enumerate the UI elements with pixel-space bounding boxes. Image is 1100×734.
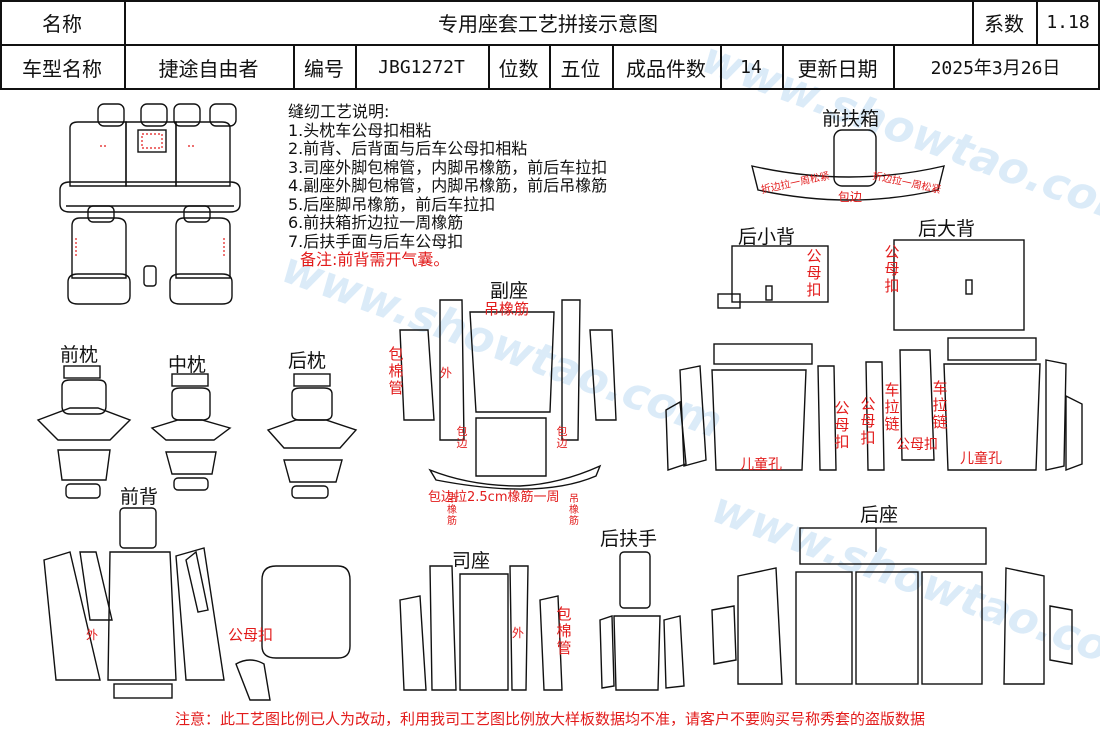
rear-seat-parts [711, 527, 1073, 685]
edge-elastic-note: 包边拉2.5cm橡筋一周 [428, 490, 560, 505]
note-item: 1.头枕车公母扣相粘 [288, 120, 432, 140]
mid-pillow-parts [150, 373, 232, 491]
snap-note: 公母扣 [884, 243, 900, 295]
note-item: 6.前扶箱折边拉一周橡筋 [288, 213, 464, 232]
rear-small-back-parts [665, 245, 837, 471]
front-back-parts [43, 507, 351, 701]
code-label: 编号 [304, 56, 344, 81]
elastic-note: 吊橡筋 [447, 494, 457, 527]
rear-pillow-parts [266, 373, 358, 499]
outer-note: 外 [440, 366, 453, 380]
snap-note: 公母扣 [806, 247, 822, 299]
rear-seat-title: 后座 [860, 504, 899, 526]
page-title: 专用座套工艺拼接示意图 [438, 11, 658, 36]
coef-label: 系数 [984, 11, 1024, 36]
rear-pillow-title: 后枕 [288, 350, 327, 372]
sewing-notes: 缝纫工艺说明: 1.头枕车公母扣相粘 2.前背、后背面与后车公母扣相粘 3.司座… [288, 102, 608, 270]
car-zip-note: 车拉链 [932, 379, 948, 431]
elastic-note: 吊橡筋 [569, 494, 579, 527]
name-label: 名称 [42, 11, 82, 36]
wrap-tube-note: 包棉管 [556, 605, 572, 657]
outer-note: 外 [86, 628, 99, 642]
pieces-label: 成品件数 [626, 56, 706, 81]
note-item: 5.后座脚吊橡筋，前后车拉扣 [288, 194, 496, 214]
header-table: 名称 专用座套工艺拼接示意图 系数 1.18 车型名称 捷途自由者 编号 JBG… [0, 0, 1100, 90]
snap-note: 公母扣 [228, 626, 274, 644]
note-item: 3.司座外脚包棉管，内脚吊橡筋，前后车拉扣 [288, 157, 608, 177]
front-pillow-parts [36, 365, 132, 499]
front-box-parts [751, 129, 945, 201]
note-item: 7.后扶手面与后车公母扣 [288, 231, 464, 251]
snap-note: 公母扣 [860, 395, 876, 447]
driver-seat-title: 司座 [452, 550, 491, 572]
passenger-seat-parts [399, 299, 617, 490]
child-hole-note: 儿童孔 [740, 457, 782, 473]
code-value: JBG1272T [378, 56, 465, 78]
rear-small-back-title: 后小背 [738, 226, 796, 248]
front-back-title: 前背 [120, 486, 159, 508]
wrap-tube-note: 包棉管 [388, 345, 404, 397]
front-seats-overview [67, 205, 233, 305]
child-hole-note: 儿童孔 [960, 451, 1002, 467]
rear-big-back-parts [865, 239, 1083, 472]
model-label: 车型名称 [22, 56, 102, 81]
wrap-edge-note: 包边 [456, 425, 468, 450]
snap-note: 公母扣 [896, 437, 938, 453]
driver-seat-parts [399, 565, 563, 691]
rear-armrest-title: 后扶手 [600, 528, 658, 550]
note-item: 4.副座外脚包棉管，内脚吊橡筋，前后吊橡筋 [288, 176, 608, 195]
update-label: 更新日期 [797, 56, 878, 81]
car-zip-note: 车拉链 [884, 381, 900, 433]
seat-value: 五位 [560, 56, 601, 81]
notes-remark: 备注:前背需开气囊。 [300, 250, 450, 269]
model-value: 捷途自由者 [158, 56, 259, 81]
passenger-seat-title: 副座 [490, 280, 529, 302]
outer-note: 外 [512, 626, 525, 640]
footer-warning: 注意：此工艺图比例已人为改动，利用我司工艺图比例放大样板数据均不准，请客户不要购… [174, 710, 925, 728]
fold-note-mid: 包边 [838, 190, 863, 204]
mid-pillow-title: 中枕 [168, 354, 207, 376]
update-value: 2025年3月26日 [930, 58, 1061, 79]
note-item: 2.前背、后背面与后车公母扣相粘 [288, 139, 528, 158]
rear-big-back-title: 后大背 [918, 218, 976, 240]
coef-value: 1.18 [1046, 11, 1090, 33]
pieces-value: 14 [740, 56, 762, 78]
seat-label: 位数 [498, 56, 539, 81]
hang-elastic-note: 吊橡筋 [484, 300, 530, 318]
snap-note: 公母扣 [834, 399, 850, 451]
rear-bench-overview [59, 103, 241, 213]
notes-title: 缝纫工艺说明: [288, 102, 390, 121]
front-pillow-title: 前枕 [60, 344, 99, 366]
rear-armrest-parts [599, 551, 685, 691]
front-box-title: 前扶箱 [822, 108, 880, 130]
wrap-edge-note: 包边 [556, 425, 568, 450]
